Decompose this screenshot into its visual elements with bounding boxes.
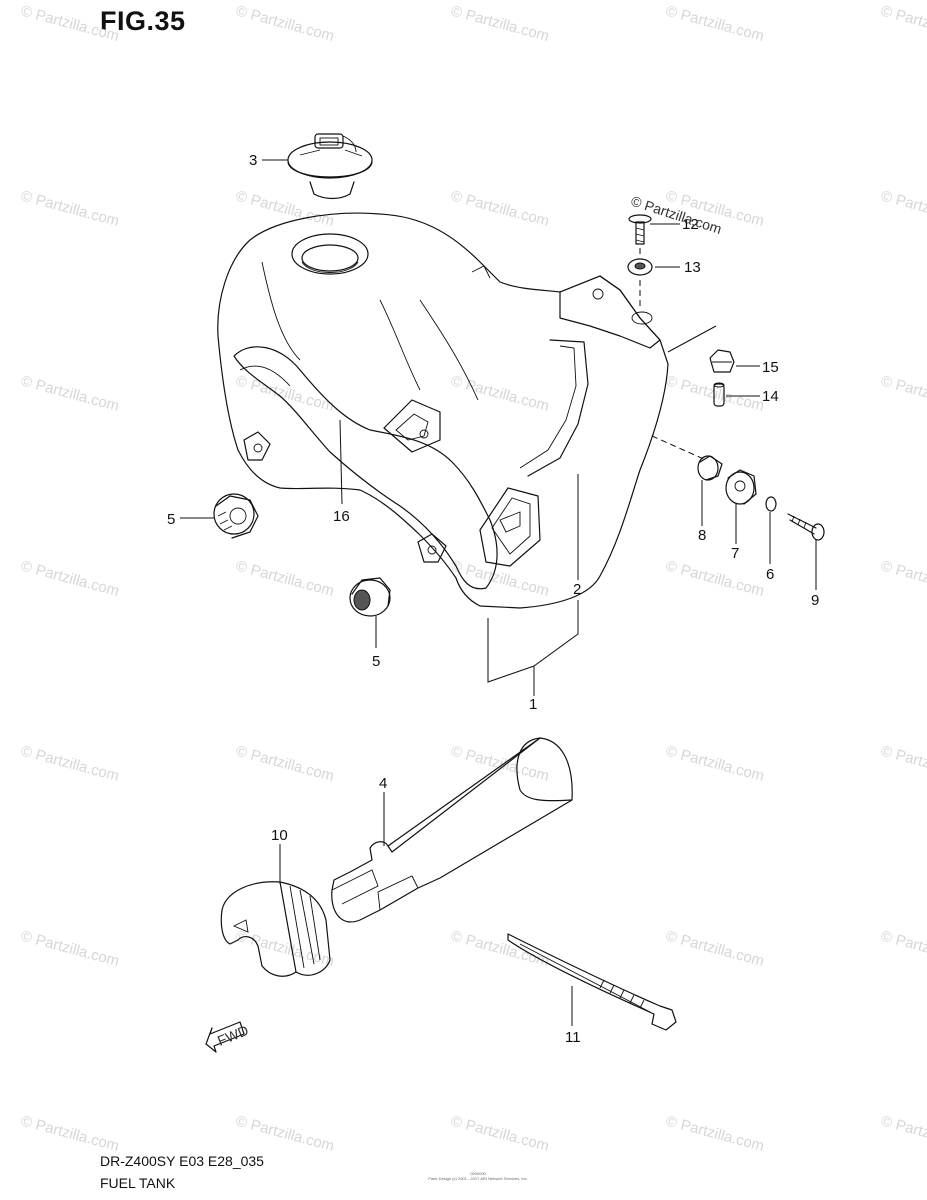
watermark-text: © Partzilla.com — [879, 1112, 927, 1155]
damper-5-upper[interactable] — [213, 493, 259, 539]
model-code: DR-Z400SY E03 E28_035 — [100, 1153, 264, 1169]
callout-numbers: 3 12 13 15 14 5 16 5 8 7 6 9 2 1 4 10 11 — [167, 152, 819, 1046]
protector-tube-4[interactable] — [331, 737, 573, 923]
watermark-text: © Partzilla.com — [19, 557, 121, 600]
leader-lines — [180, 159, 817, 1026]
watermark-text: © Partzilla.com — [234, 742, 336, 785]
figure-title: FIG.35 — [100, 6, 186, 36]
watermark-text: © Partzilla.com — [234, 927, 336, 970]
watermark-text: © Partzilla.com — [449, 372, 551, 415]
watermark-text: © Partzilla.com — [879, 2, 927, 45]
callout-7: 7 — [731, 545, 739, 562]
watermark-text: © Partzilla.com — [664, 927, 766, 970]
damper-5-lower[interactable] — [349, 577, 391, 617]
callout-2: 2 — [573, 581, 581, 598]
watermark-text: © Partzilla.com — [449, 187, 551, 230]
fwd-label: FWD — [215, 1022, 251, 1049]
watermark-text: © Partzilla.com — [879, 372, 927, 415]
watermark-text: © Partzilla.com — [19, 742, 121, 785]
callout-5-upper: 5 — [167, 511, 175, 528]
section-name: FUEL TANK — [100, 1175, 176, 1191]
callout-16: 16 — [333, 508, 350, 525]
watermark-text: © Partzilla.com — [879, 557, 927, 600]
spacer-14[interactable] — [713, 382, 725, 407]
diagram-footer: DR-Z400SY E03 E28_035 FUEL TANK — [100, 1150, 264, 1194]
watermark-text: © Partzilla.com — [234, 1112, 336, 1155]
watermark-text: © Partzilla.com — [664, 557, 766, 600]
watermark-text: © Partzilla.com — [664, 372, 766, 415]
fine-print: 0000000 Parts Design (c) 2001 - 2017 ARI… — [398, 1171, 558, 1181]
fine-print-text: Parts Design (c) 2001 - 2017 ARI Network… — [428, 1176, 528, 1181]
callout-10: 10 — [271, 827, 288, 844]
callout-1: 1 — [529, 696, 537, 713]
callout-11: 11 — [565, 1029, 581, 1046]
callout-6: 6 — [766, 566, 774, 583]
cushion-7[interactable] — [725, 469, 757, 505]
callout-14: 14 — [762, 388, 779, 405]
cable-tie-11[interactable] — [507, 933, 677, 1031]
fine-print-id: 0000000 — [470, 1171, 486, 1176]
watermark-text: © Partzilla.com — [19, 1112, 121, 1155]
bolt-12[interactable] — [628, 214, 652, 245]
collar-6[interactable] — [765, 496, 777, 512]
watermark-text: © Partzilla.com — [879, 187, 927, 230]
callout-8: 8 — [698, 527, 706, 544]
callout-4: 4 — [379, 775, 387, 792]
watermark-text: © Partzilla.com — [449, 2, 551, 45]
watermark-text: © Partzilla.com — [19, 372, 121, 415]
bolt-9[interactable] — [787, 513, 825, 541]
callout-5-lower: 5 — [372, 653, 380, 670]
watermark-text: © Partzilla.com — [19, 2, 121, 45]
cushion-15[interactable] — [709, 349, 735, 373]
watermark-text: © Partzilla.com — [664, 1112, 766, 1155]
watermark-text: © Partzilla.com — [449, 927, 551, 970]
clamp-10[interactable] — [220, 881, 331, 977]
watermark-text: © Partzilla.com — [879, 742, 927, 785]
watermark-text: © Partzilla.com — [19, 187, 121, 230]
fuel-tank[interactable] — [217, 212, 669, 609]
fuel-cap[interactable] — [287, 133, 373, 200]
watermark-text: © Partzilla.com — [664, 2, 766, 45]
watermark-text: © Partzilla.com — [879, 927, 927, 970]
cushion-8[interactable] — [697, 455, 723, 481]
watermark-text: © Partzilla.com — [234, 557, 336, 600]
watermark-text: © Partzilla.com — [664, 742, 766, 785]
watermark-text: © Partzilla.com — [449, 742, 551, 785]
forward-arrow-icon: FWD — [205, 1021, 251, 1053]
watermark-layer: © Partzilla.com © Partzilla.com © Partzill… — [19, 2, 927, 1155]
watermark-text: © Partzilla.com — [449, 1112, 551, 1155]
grommet-13[interactable] — [627, 258, 653, 276]
callout-9: 9 — [811, 592, 819, 609]
callout-12: 12 — [682, 216, 699, 233]
watermark-text: © Partzilla.com — [19, 927, 121, 970]
callout-3: 3 — [249, 152, 257, 169]
callout-13: 13 — [684, 259, 701, 276]
callout-15: 15 — [762, 359, 779, 376]
watermark-text: © Partzilla.com — [234, 2, 336, 45]
